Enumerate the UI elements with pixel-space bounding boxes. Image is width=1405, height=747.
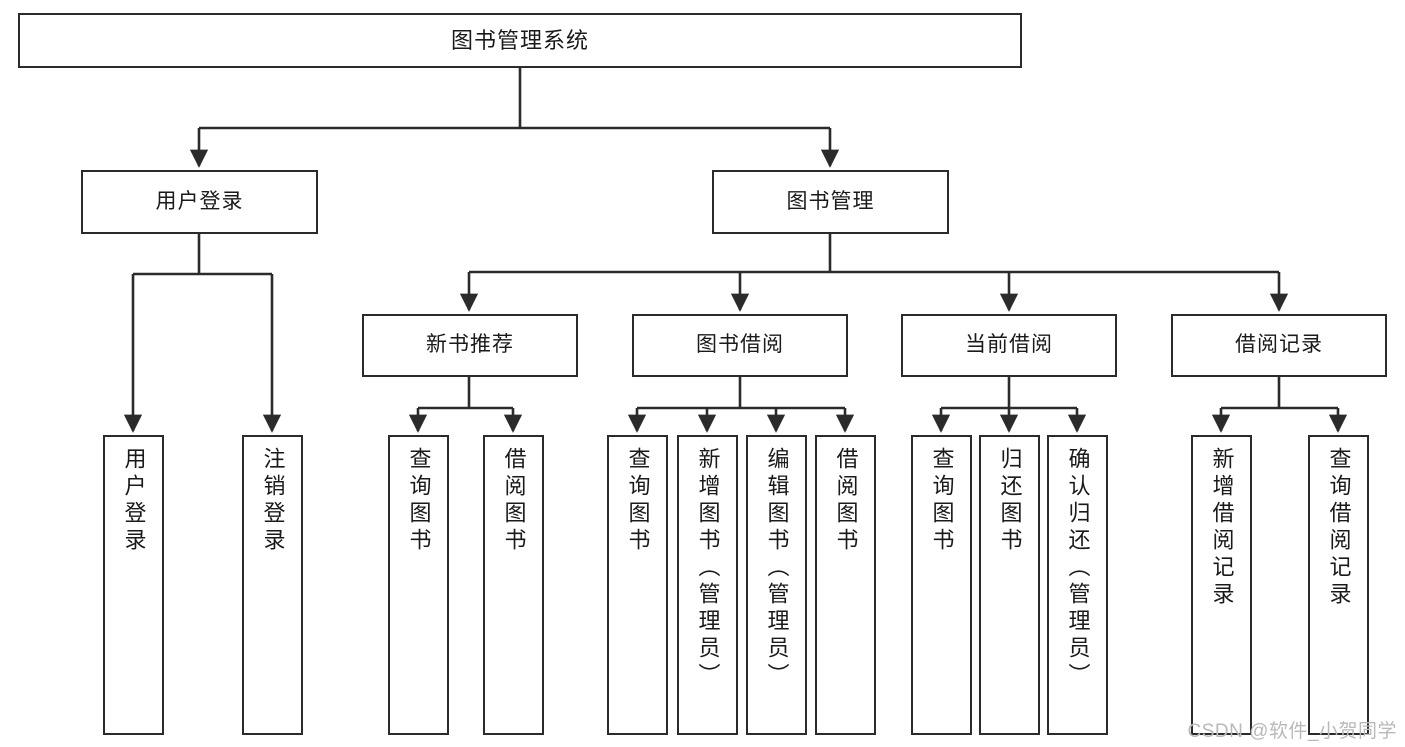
node-label: 当前借阅 xyxy=(965,333,1053,357)
node-leaf-return-book[interactable]: 归还图书 xyxy=(979,435,1040,735)
node-label: 借阅记录 xyxy=(1235,333,1323,357)
node-label: 注销登录 xyxy=(260,447,286,555)
node-current-borrow[interactable]: 当前借阅 xyxy=(901,314,1117,377)
node-leaf-add-borrow-record[interactable]: 新增借阅记录 xyxy=(1191,435,1252,735)
node-label: 查询借阅记录 xyxy=(1326,447,1352,609)
node-book-borrow[interactable]: 图书借阅 xyxy=(632,314,848,377)
node-label: 用户登录 xyxy=(121,447,147,555)
node-user-login[interactable]: 用户登录 xyxy=(81,170,318,234)
node-leaf-query-book-borrow[interactable]: 查询图书 xyxy=(607,435,668,735)
node-label: 查询图书 xyxy=(929,447,955,555)
node-borrow-record[interactable]: 借阅记录 xyxy=(1171,314,1387,377)
node-label: 图书管理 xyxy=(786,189,875,213)
node-leaf-borrow-book[interactable]: 借阅图书 xyxy=(815,435,876,735)
node-leaf-query-book-current[interactable]: 查询图书 xyxy=(911,435,972,735)
node-label: 查询图书 xyxy=(625,447,651,555)
node-leaf-add-book[interactable]: 新增图书（管理员） xyxy=(677,435,738,735)
node-leaf-query-borrow-record[interactable]: 查询借阅记录 xyxy=(1308,435,1369,735)
node-leaf-edit-book[interactable]: 编辑图书（管理员） xyxy=(746,435,807,735)
node-label: 图书管理系统 xyxy=(450,27,589,53)
node-label: 图书借阅 xyxy=(696,333,784,357)
node-label: 用户登录 xyxy=(155,189,244,213)
node-leaf-logout-login[interactable]: 注销登录 xyxy=(242,435,303,735)
node-label: 归还图书 xyxy=(997,447,1023,555)
node-book-management[interactable]: 图书管理 xyxy=(712,170,949,234)
node-book-management-system[interactable]: 图书管理系统 xyxy=(18,13,1022,68)
node-leaf-borrow-book-recommend[interactable]: 借阅图书 xyxy=(483,435,544,735)
node-label: 新书推荐 xyxy=(426,333,514,357)
node-label: 借阅图书 xyxy=(833,447,859,555)
node-label: 确认归还（管理员） xyxy=(1065,447,1091,690)
node-label: 借阅图书 xyxy=(501,447,527,555)
node-new-book-recommend[interactable]: 新书推荐 xyxy=(362,314,578,377)
watermark-text: CSDN @软件_小贺同学 xyxy=(1187,721,1397,742)
node-label: 查询图书 xyxy=(406,447,432,555)
node-label: 新增图书（管理员） xyxy=(695,447,721,690)
node-label: 新增借阅记录 xyxy=(1209,447,1235,609)
node-leaf-confirm-return[interactable]: 确认归还（管理员） xyxy=(1047,435,1108,735)
node-leaf-user-login[interactable]: 用户登录 xyxy=(103,435,164,735)
node-leaf-query-book-recommend[interactable]: 查询图书 xyxy=(388,435,449,735)
node-label: 编辑图书（管理员） xyxy=(764,447,790,690)
